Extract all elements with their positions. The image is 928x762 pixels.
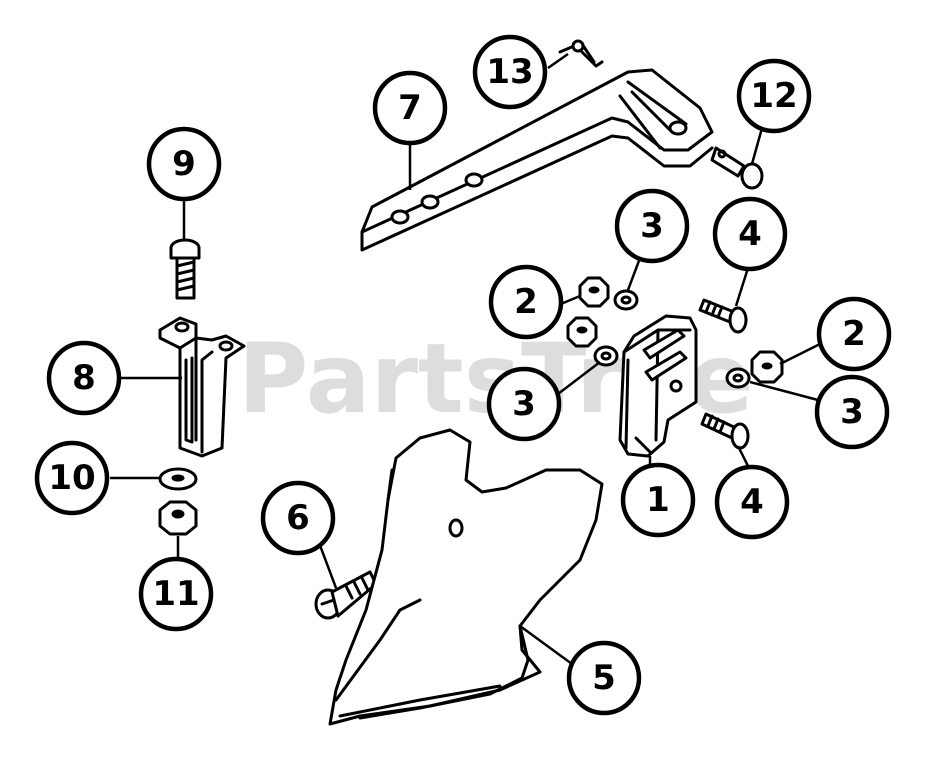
callout-4-lower-label: 4: [740, 482, 764, 522]
callout-3-upper-label: 3: [640, 206, 664, 246]
callout-5-label: 5: [592, 658, 616, 698]
callout-6: 6: [260, 480, 336, 556]
callout-12-label: 12: [750, 76, 797, 116]
part-2-nut-right: [750, 350, 784, 384]
part-8-arm-bar: [360, 68, 714, 252]
callout-3-right-label: 3: [840, 392, 864, 432]
part-5-moldboard: [328, 428, 604, 726]
part-3-washer-lower: [593, 345, 619, 367]
part-11-nut: [158, 500, 198, 536]
part-3-washer-upper: [613, 289, 639, 311]
callout-11: 11: [138, 556, 214, 632]
part-2-nut-upper-left: [578, 276, 610, 308]
callout-9: 9: [146, 126, 222, 202]
callout-5: 5: [566, 640, 642, 716]
callout-9-label: 9: [172, 144, 196, 184]
callout-7-label: 8: [72, 358, 96, 398]
callout-8: 7: [372, 70, 448, 146]
callout-8-label: 7: [398, 88, 422, 128]
part-3-washer-right: [725, 367, 751, 389]
part-9-bolt: [169, 238, 201, 300]
callout-2-left: 2: [488, 264, 564, 340]
callout-1: 1: [620, 462, 696, 538]
part-13-clip-pin: [558, 39, 604, 68]
callout-3-left: 3: [486, 366, 562, 442]
leader-lines: [110, 52, 821, 666]
part-1-plate-bracket: [618, 314, 698, 458]
callout-3-right: 3: [814, 374, 890, 450]
callout-4-upper: 4: [712, 196, 788, 272]
callout-12: 12: [736, 58, 812, 134]
part-4-carriage-bolt-upper: [698, 298, 748, 334]
callout-3-left-label: 3: [512, 384, 536, 424]
part-10-washer: [158, 467, 198, 491]
callout-10-label: 10: [48, 458, 95, 498]
callout-13-label: 13: [486, 52, 533, 92]
callout-1-label: 1: [646, 480, 670, 520]
callout-4-upper-label: 4: [738, 214, 762, 254]
callout-10: 10: [34, 440, 110, 516]
callout-3-upper: 3: [614, 188, 690, 264]
part-4-carriage-bolt-lower: [700, 412, 750, 450]
callout-2-right-label: 2: [842, 314, 866, 354]
part-2-nut-lower-left: [566, 316, 598, 348]
callout-11-label: 11: [152, 574, 199, 614]
part-12-clevis-pin: [710, 146, 764, 190]
callout-2-left-label: 2: [514, 282, 538, 322]
callout-6-label: 6: [286, 498, 310, 538]
callout-2-right: 2: [816, 296, 892, 372]
callout-4-lower: 4: [714, 464, 790, 540]
part-7-bracket: [158, 316, 246, 458]
callout-13: 13: [472, 34, 548, 110]
callout-7: 8: [46, 340, 122, 416]
